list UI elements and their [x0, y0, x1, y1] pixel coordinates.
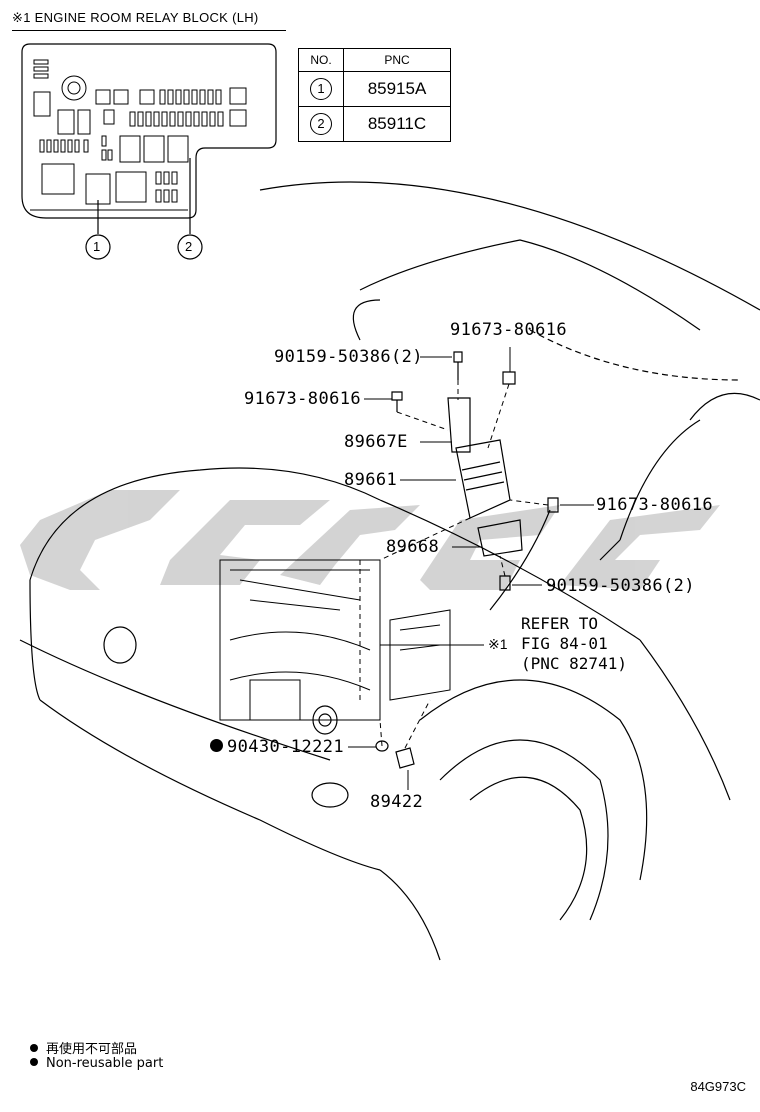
refer-note: REFER TO FIG 84-01 (PNC 82741)	[521, 614, 627, 674]
part-label-91673-80616-right: 91673-80616	[596, 495, 713, 515]
non-reusable-marker	[210, 739, 223, 752]
part-label-89661: 89661	[344, 470, 398, 490]
relay-block-title: ※1 ENGINE ROOM RELAY BLOCK (LH)	[12, 10, 259, 25]
pnc-table: NO. PNC 1 85915A 2 85911C	[298, 48, 451, 142]
callout-2-label: 2	[185, 239, 193, 254]
watermark	[20, 490, 720, 590]
row-pnc: 85911C	[343, 106, 451, 142]
table-row: 1 85915A	[298, 71, 451, 107]
row-number: 1	[298, 71, 344, 107]
refer-line-3: (PNC 82741)	[521, 654, 627, 673]
vehicle-body	[19, 181, 760, 961]
diagram-code: 84G973C	[690, 1079, 746, 1094]
refer-line-1: REFER TO	[521, 614, 599, 633]
pnc-table-header: NO. PNC	[298, 48, 451, 72]
part-label-89667e: 89667E	[344, 432, 408, 452]
callout-2-circle	[177, 234, 203, 260]
bolts	[375, 351, 559, 769]
refer-line-2: FIG 84-01	[521, 634, 608, 653]
part-label-90159-50386-top: 90159-50386(2)	[274, 347, 423, 367]
legend-dot	[30, 1044, 38, 1052]
callout-1-circle	[85, 234, 111, 260]
header-pnc: PNC	[343, 48, 451, 72]
legend-line-english: Non-reusable part	[30, 1056, 163, 1071]
part-label-90159-50386-bottom: 90159-50386(2)	[546, 576, 695, 596]
relay-block-outline	[21, 43, 277, 219]
row-pnc: 85915A	[343, 71, 451, 107]
dashed-guides	[359, 380, 549, 749]
part-label-89422: 89422	[370, 792, 424, 812]
part-label-89668: 89668	[386, 537, 440, 557]
title-underline	[12, 30, 286, 31]
legend-dot	[30, 1058, 38, 1066]
part-label-91673-80616-top: 91673-80616	[450, 320, 567, 340]
callout-1-label: 1	[93, 239, 101, 254]
row-number: 2	[298, 106, 344, 142]
part-label-90430-12221: 90430-12221	[210, 737, 344, 757]
header-no: NO.	[298, 48, 344, 72]
table-row: 2 85911C	[298, 106, 451, 142]
part-label-91673-80616-left: 91673-80616	[244, 389, 361, 409]
relay-block-parts	[30, 59, 247, 211]
leader-lines	[348, 347, 594, 790]
legend-line-japanese: 再使用不可部品	[30, 1038, 137, 1057]
refer-marker: ※1	[488, 636, 508, 652]
engine-block	[219, 559, 451, 721]
